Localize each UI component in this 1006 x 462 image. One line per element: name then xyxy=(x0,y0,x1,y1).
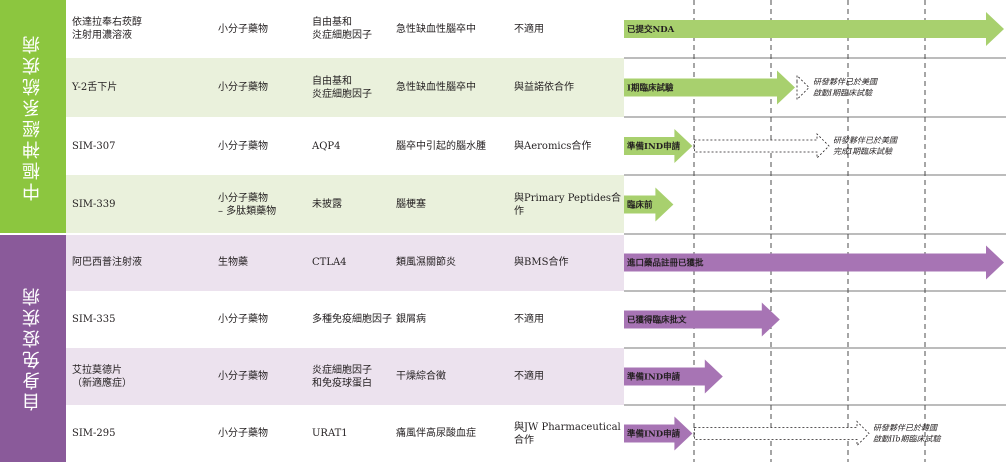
drug-partner: 與Primary Peptides合作 xyxy=(514,192,622,217)
drug-partner: 不適用 xyxy=(514,314,544,325)
category-cns: 中樞神經系統疾病 xyxy=(0,0,66,234)
progress-arrow xyxy=(624,302,780,337)
drug-partner: 與益諾依合作 xyxy=(514,82,574,93)
progress-status-label: 準備IND申請 xyxy=(627,141,681,152)
partner-progress-note: 啟動I期臨床試驗 xyxy=(813,89,873,98)
drug-indication: 腦卒中引起的腦水腫 xyxy=(396,140,486,152)
drug-type: 小分子藥物 xyxy=(218,371,268,382)
progress-status-label: I期臨床試驗 xyxy=(627,83,674,94)
drug-target: 自由基和炎症細胞因子 xyxy=(312,17,372,41)
drug-type: 小分子藥物 xyxy=(218,428,268,439)
drug-target: 未披露 xyxy=(312,199,342,210)
progress-arrow xyxy=(624,12,1004,46)
drug-indication: 腦梗塞 xyxy=(396,199,426,210)
drug-target: CTLA4 xyxy=(312,257,347,268)
category-divider xyxy=(0,233,624,235)
partner-progress-note: 研發夥伴已於美國 xyxy=(833,136,898,145)
drug-type: 小分子藥物 xyxy=(218,140,268,152)
partner-progress-note: 研發夥伴已於韓國 xyxy=(873,424,938,433)
table-row: SIM-307 小分子藥物 AQP4 腦卒中引起的腦水腫 與Aeromics合作 xyxy=(66,117,624,175)
drug-indication: 急性缺血性腦卒中 xyxy=(396,23,476,35)
table-row: 阿巴西普注射液 生物藥 CTLA4 類風濕關節炎 與BMS合作 xyxy=(66,234,624,291)
drug-type: 生物藥 xyxy=(218,257,248,268)
drug-indication: 干燥綜合徵 xyxy=(396,371,446,382)
drug-indication: 類風濕關節炎 xyxy=(396,257,456,268)
drug-name: 依達拉奉右莰醇注射用濃溶液 xyxy=(72,17,142,41)
progress-status-label: 準備IND申請 xyxy=(627,372,681,383)
table-row: SIM-335 小分子藥物 多種免疫細胞因子 銀屑病 不適用 xyxy=(66,291,624,348)
drug-indication: 急性缺血性腦卒中 xyxy=(396,82,476,93)
drug-target: 炎症細胞因子和免疫球蛋白 xyxy=(312,364,372,389)
drug-name: SIM-307 xyxy=(72,140,116,152)
drug-type: 小分子藥物 xyxy=(218,82,268,93)
progress-arrow xyxy=(624,245,1004,280)
progress-arrow xyxy=(624,70,795,105)
category-label: 自身免疫疾病 xyxy=(22,285,43,411)
progress-status-label: 已獲得臨床批文 xyxy=(627,315,687,326)
progress-arrow xyxy=(624,187,674,222)
drug-target: 多種免疫細胞因子 xyxy=(312,314,392,325)
category-label: 中樞神經系統疾病 xyxy=(22,33,43,201)
progress-arrow xyxy=(624,129,693,163)
drug-type: 小分子藥物 xyxy=(218,314,268,325)
drug-target: 自由基和炎症細胞因子 xyxy=(312,75,372,100)
drug-target: AQP4 xyxy=(312,140,341,152)
drug-target: URAT1 xyxy=(312,428,348,439)
partner-progress-note: 啟動IIb期臨床試驗 xyxy=(873,435,941,444)
progress-arrow xyxy=(624,359,723,394)
progress-arrow xyxy=(624,416,693,451)
drug-partner: 與JW Pharmaceutical合作 xyxy=(514,421,621,446)
drug-partner: 不適用 xyxy=(514,23,544,35)
progress-status-label: 已提交NDA xyxy=(627,24,675,35)
pipeline-progress-chart: 已提交NDAI期臨床試驗研發夥伴已於美國啟動I期臨床試驗準備IND申請研發夥伴已… xyxy=(624,0,1006,462)
progress-status-label: 臨床前 xyxy=(627,200,653,211)
drug-name: 艾拉莫德片（新適應症） xyxy=(72,364,132,389)
table-row: SIM-339 小分子藥物– 多肽類藥物 未披露 腦梗塞 與Primary Pe… xyxy=(66,175,624,234)
partner-progress-arrow xyxy=(694,133,830,159)
partner-progress-note: 研發夥伴已於美國 xyxy=(813,78,878,87)
table-row: SIM-295 小分子藥物 URAT1 痛風伴高尿酸血症 與JW Pharmac… xyxy=(66,405,624,462)
drug-name: SIM-339 xyxy=(72,199,116,210)
drug-name: 阿巴西普注射液 xyxy=(72,257,142,268)
drug-type: 小分子藥物 xyxy=(218,23,268,35)
partner-progress-note: 完成I期臨床試驗 xyxy=(833,147,893,156)
drug-indication: 銀屑病 xyxy=(396,314,426,325)
drug-partner: 與BMS合作 xyxy=(514,257,569,268)
drug-partner: 不適用 xyxy=(514,371,544,382)
drug-indication: 痛風伴高尿酸血症 xyxy=(396,428,476,439)
partner-progress-arrow xyxy=(694,420,870,447)
progress-status-label: 準備IND申請 xyxy=(627,429,681,440)
partner-progress-arrow xyxy=(796,74,810,101)
drug-partner: 與Aeromics合作 xyxy=(514,140,592,152)
drug-name: SIM-295 xyxy=(72,428,116,439)
progress-status-label: 進口藥品註冊已獲批 xyxy=(627,258,704,269)
drug-type: 小分子藥物– 多肽類藥物 xyxy=(218,192,277,217)
table-row: 艾拉莫德片（新適應症） 小分子藥物 炎症細胞因子和免疫球蛋白 干燥綜合徵 不適用 xyxy=(66,348,624,405)
drug-name: SIM-335 xyxy=(72,314,116,325)
table-row: Y-2舌下片 小分子藥物 自由基和炎症細胞因子 急性缺血性腦卒中 與益諾依合作 xyxy=(66,58,624,117)
table-row: 依達拉奉右莰醇注射用濃溶液 小分子藥物 自由基和炎症細胞因子 急性缺血性腦卒中 … xyxy=(66,0,624,58)
drug-name: Y-2舌下片 xyxy=(72,82,118,93)
category-autoimmune: 自身免疫疾病 xyxy=(0,234,66,462)
